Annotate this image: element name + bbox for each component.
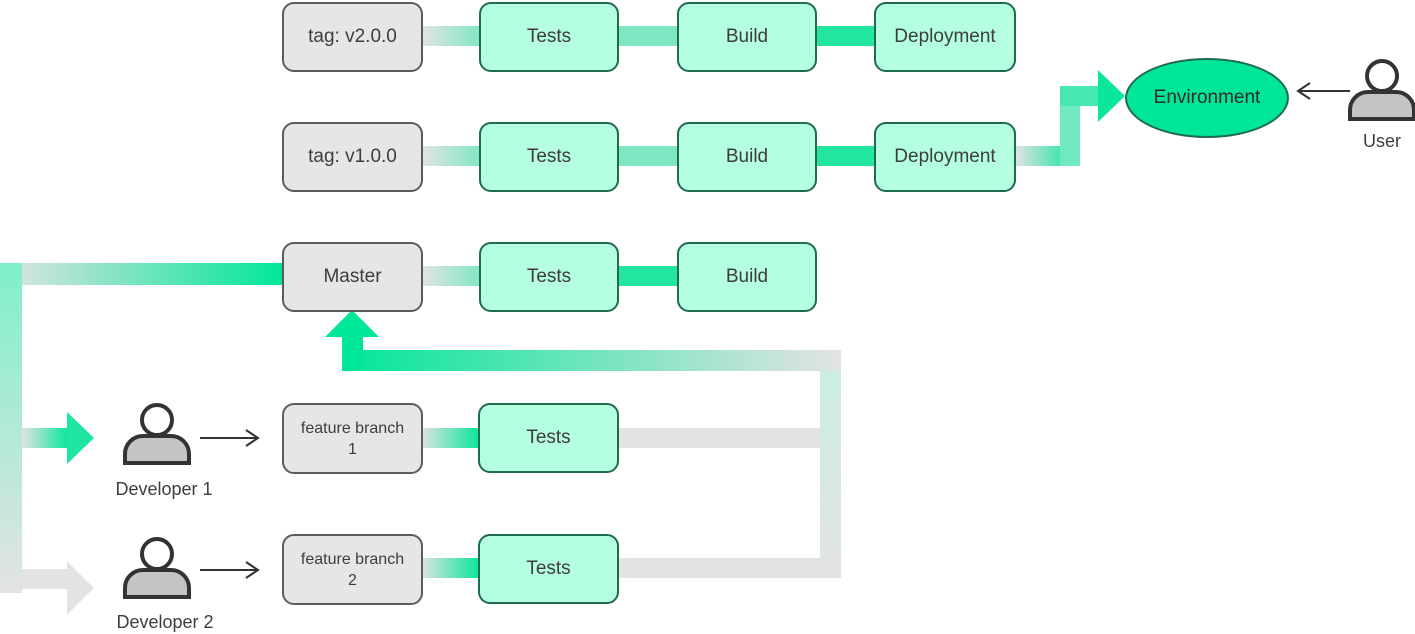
user-icon	[1348, 59, 1415, 121]
tag-v1-label: tag: v1.0.0	[308, 146, 397, 167]
feature-branch-1-tests-node: Tests	[478, 403, 619, 473]
feature-branch-2-tests-label: Tests	[526, 558, 571, 579]
tag-v2-build-label: Build	[725, 26, 769, 47]
connector-v1-source-tests	[421, 146, 481, 166]
feature-branch-2-label-line2: 2	[348, 571, 357, 589]
master-to-developers-connector-v	[0, 263, 22, 593]
tag-v2-tests-label: Tests	[526, 26, 572, 47]
tag-v2-deployment-label: Deployment	[894, 26, 996, 47]
developer1-label: Developer 1	[115, 479, 213, 499]
merge-top-connector	[342, 350, 841, 371]
master-to-developers-connector-h	[0, 263, 283, 285]
developer2-feed-connector	[22, 569, 70, 589]
developer1-icon	[123, 403, 191, 465]
environment-label: Environment	[1153, 87, 1261, 108]
master-tests-node: Tests	[479, 242, 619, 312]
connector-master-tests-build	[617, 266, 678, 286]
master-node: Master	[282, 242, 423, 312]
merge-riser-connector	[820, 350, 841, 578]
user-to-environment-arrow	[1296, 82, 1350, 100]
feature-branch-1-tests-label: Tests	[526, 427, 571, 448]
feature2-tests-exit-connector	[617, 558, 841, 578]
feature-branch-1-label-line2: 1	[348, 440, 357, 458]
tag-v1-tests-label: Tests	[526, 146, 572, 167]
developer1-handoff-arrow	[200, 429, 260, 447]
tag-v2-label: tag: v2.0.0	[308, 26, 397, 47]
tag-v1-build-node: Build	[677, 122, 817, 192]
feature2-source-tests-connector	[421, 558, 481, 578]
tag-v2-build-node: Build	[677, 2, 817, 72]
tag-v1-deployment-label: Deployment	[894, 146, 996, 167]
feature-branch-1-node: feature branch 1	[282, 403, 423, 474]
environment-arrowhead	[1098, 70, 1125, 122]
feature1-source-tests-connector	[421, 428, 481, 448]
deploy-to-environment-connector-top	[1060, 86, 1100, 106]
connector-master-source-tests	[421, 266, 481, 286]
feature1-tests-exit-connector	[617, 428, 841, 448]
environment-node: Environment	[1125, 58, 1289, 138]
tag-v1-tests-node: Tests	[479, 122, 619, 192]
tag-v1-build-label: Build	[725, 146, 769, 167]
master-merge-arrowhead	[325, 310, 379, 337]
developer2-handoff-arrow	[200, 561, 260, 579]
tag-v1-deployment-node: Deployment	[874, 122, 1016, 192]
master-build-label: Build	[725, 266, 769, 287]
master-label: Master	[323, 266, 382, 287]
feature-branch-1-label-line1: feature branch	[300, 419, 405, 437]
tag-v2-deployment-node: Deployment	[874, 2, 1016, 72]
tag-v1-node: tag: v1.0.0	[282, 122, 423, 192]
connector-v1-build-deploy	[815, 146, 876, 166]
developer2-icon	[123, 537, 191, 599]
connector-v2-source-tests	[421, 26, 481, 46]
feature-branch-2-tests-node: Tests	[478, 534, 619, 604]
connector-v1-tests-build	[617, 146, 678, 166]
developer2-arrowhead	[67, 561, 94, 615]
developer1-feed-connector	[22, 428, 70, 448]
user-label: User	[1362, 131, 1402, 151]
master-tests-label: Tests	[526, 266, 572, 287]
developer2-label: Developer 2	[116, 612, 214, 632]
feature-branch-2-node: feature branch 2	[282, 534, 423, 605]
developer1-arrowhead	[67, 412, 94, 464]
tag-v2-tests-node: Tests	[479, 2, 619, 72]
connector-v2-tests-build	[617, 26, 678, 46]
master-build-node: Build	[677, 242, 817, 312]
connector-v2-build-deploy	[815, 26, 876, 46]
feature-branch-2-label-line1: feature branch	[300, 550, 405, 568]
merge-up-connector	[342, 335, 363, 371]
tag-v2-node: tag: v2.0.0	[282, 2, 423, 72]
